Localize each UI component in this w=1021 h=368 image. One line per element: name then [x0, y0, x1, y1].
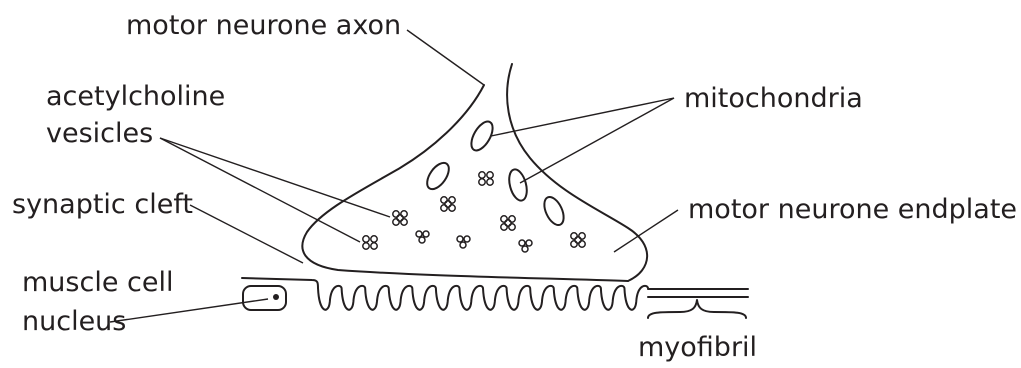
nucleolus — [273, 294, 279, 300]
vesicle-cluster — [479, 172, 493, 185]
label-mitochondria: mitochondria — [684, 83, 863, 114]
vesicle-clusters — [363, 172, 585, 252]
mitochondrion-3 — [506, 167, 530, 202]
leader-vesicles-1 — [160, 138, 390, 217]
myofibril-brace — [648, 300, 746, 318]
mitochondrion-2 — [423, 159, 453, 193]
vesicle-cluster — [501, 216, 515, 230]
leader-synaptic-cleft — [190, 205, 303, 263]
vesicle-cluster — [441, 197, 455, 211]
label-synaptic-cleft: synaptic cleft — [12, 189, 193, 220]
label-muscle-cell: muscle cell — [22, 267, 173, 298]
junctional-folds — [318, 286, 648, 310]
vesicle-cluster — [416, 231, 429, 243]
axon-left-edge — [302, 85, 628, 281]
muscle-cell-nucleus — [243, 286, 286, 310]
vesicle-cluster — [363, 236, 377, 249]
mitochondrion-4 — [540, 194, 567, 228]
label-myofibril: myofibril — [638, 332, 757, 363]
label-motor-neurone-endplate: motor neurone endplate — [688, 194, 1017, 225]
vesicle-cluster — [457, 236, 470, 248]
vesicle-cluster — [393, 211, 407, 225]
leader-mitochondria-1 — [491, 98, 674, 136]
vesicle-cluster — [571, 233, 585, 247]
label-vesicles: vesicles — [46, 118, 153, 149]
label-acetylcholine: acetylcholine — [46, 81, 225, 112]
leader-mitochondria-2 — [520, 98, 674, 183]
leader-nucleus — [110, 299, 268, 322]
leader-axon — [407, 30, 484, 85]
label-motor-neurone-axon: motor neurone axon — [126, 10, 401, 41]
vesicle-cluster — [519, 240, 532, 252]
